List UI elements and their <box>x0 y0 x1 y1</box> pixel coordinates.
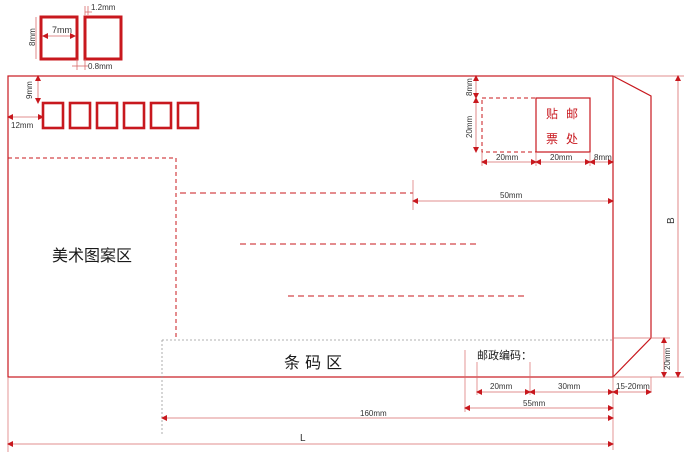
dim-label-L: L <box>300 433 306 444</box>
dim-label-stamp-20mm-a: 20mm <box>496 153 519 162</box>
postal-code-boxes <box>41 101 200 130</box>
sample-box-right <box>83 15 123 61</box>
envelope-outline <box>7 75 614 378</box>
postal-box <box>95 101 119 130</box>
postal-box <box>122 101 146 130</box>
art-zone-label: 美术图案区 <box>52 246 132 265</box>
dim-label-8mm-box: 8mm <box>28 28 37 46</box>
dim-label-stamp-20mm-b: 20mm <box>550 153 573 162</box>
stamp-char-2: 邮 <box>566 107 578 121</box>
dim-label-12mm: 12mm <box>11 121 34 130</box>
dim-label-9mm: 9mm <box>25 81 34 99</box>
barcode-zone: 条 码 区 邮政编码： <box>161 339 613 436</box>
dim-label-stamp-8mm-right: 8mm <box>594 153 612 162</box>
bottom-dims: 20mm 30mm 15-20mm 55mm 160mm L <box>7 350 652 452</box>
postal-box <box>68 101 92 130</box>
dim-label-1-2mm: 1.2mm <box>91 3 116 12</box>
dim-label-7mm: 7mm <box>52 25 72 35</box>
postal-box <box>176 101 200 130</box>
dim-label-bottom-20mm: 20mm <box>490 382 513 391</box>
stamp-area: 贴 邮 票 处 8mm 20mm 20mm 20mm 8mm <box>465 75 614 166</box>
postal-code-label: 邮政编码： <box>477 348 532 362</box>
sample-box-left <box>39 15 79 61</box>
stamp-char-3: 票 <box>546 132 558 146</box>
art-zone: 美术图案区 <box>8 157 177 340</box>
envelope-body <box>7 75 652 378</box>
address-lines: 50mm <box>180 180 614 297</box>
dim-label-stamp-20mm-v: 20mm <box>465 115 474 138</box>
stamp-char-1: 贴 <box>546 107 558 121</box>
dim-label-stamp-8mm: 8mm <box>465 78 474 96</box>
dim-label-right-20mm: 20mm <box>663 347 672 370</box>
dim-label-flap: 15-20mm <box>616 382 650 391</box>
barcode-zone-label: 条 码 区 <box>284 353 342 372</box>
postal-box <box>41 101 65 130</box>
dim-label-160mm: 160mm <box>360 409 387 418</box>
dim-label-B: B <box>666 217 677 224</box>
right-dims: B 20mm <box>613 75 684 378</box>
dim-label-55mm: 55mm <box>523 399 546 408</box>
stamp-solid-box <box>535 97 591 153</box>
left-dims: 9mm 12mm <box>7 75 44 130</box>
sample-postal-boxes: 1.2mm 7mm 8mm 0.8mm <box>28 3 123 71</box>
envelope-flap <box>612 75 652 378</box>
stamp-char-4: 处 <box>566 132 578 146</box>
dim-label-50mm: 50mm <box>500 191 523 200</box>
postal-box <box>149 101 173 130</box>
stamp-dashed-box <box>481 97 537 153</box>
dim-label-bottom-30mm: 30mm <box>558 382 581 391</box>
dim-label-0-8mm: 0.8mm <box>88 62 113 71</box>
